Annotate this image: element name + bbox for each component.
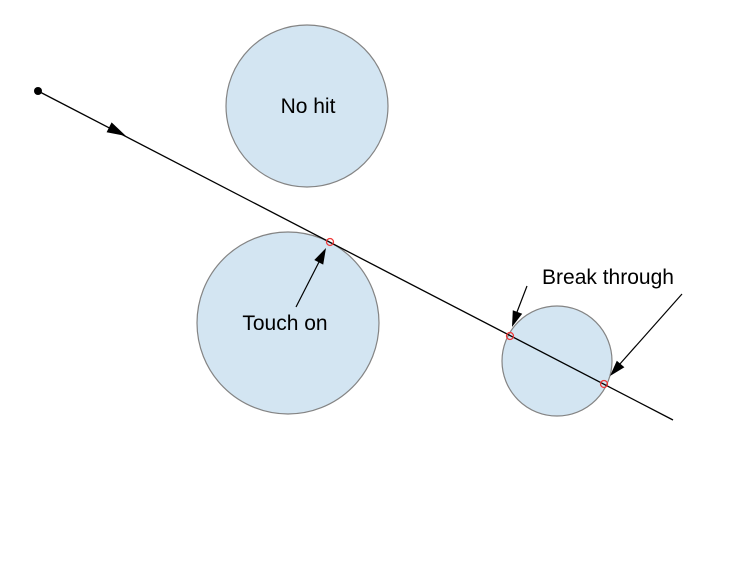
tangent-point-marker [325, 237, 335, 247]
ray-origin-dot [34, 87, 42, 95]
break-through-exit-arrowhead [610, 360, 625, 376]
break-through-entry-arrowhead [512, 310, 523, 327]
label-touch-on: Touch on [242, 312, 327, 335]
circle-touch-on [196, 231, 380, 415]
circle-break-through [501, 305, 613, 417]
touch-on-arrow-line [295, 261, 320, 308]
break-through-entry-arrow-line [516, 285, 528, 313]
ray-line [37, 90, 674, 421]
label-no-hit: No hit [281, 95, 336, 118]
break-through-exit-arrow-line [618, 293, 683, 366]
touch-on-arrowhead [314, 248, 326, 265]
circle-no-hit [225, 24, 389, 188]
exit-point-marker [599, 379, 609, 389]
label-break-through: Break through [542, 266, 674, 289]
ray-direction-arrowhead [106, 122, 126, 136]
entry-point-marker [505, 331, 515, 341]
